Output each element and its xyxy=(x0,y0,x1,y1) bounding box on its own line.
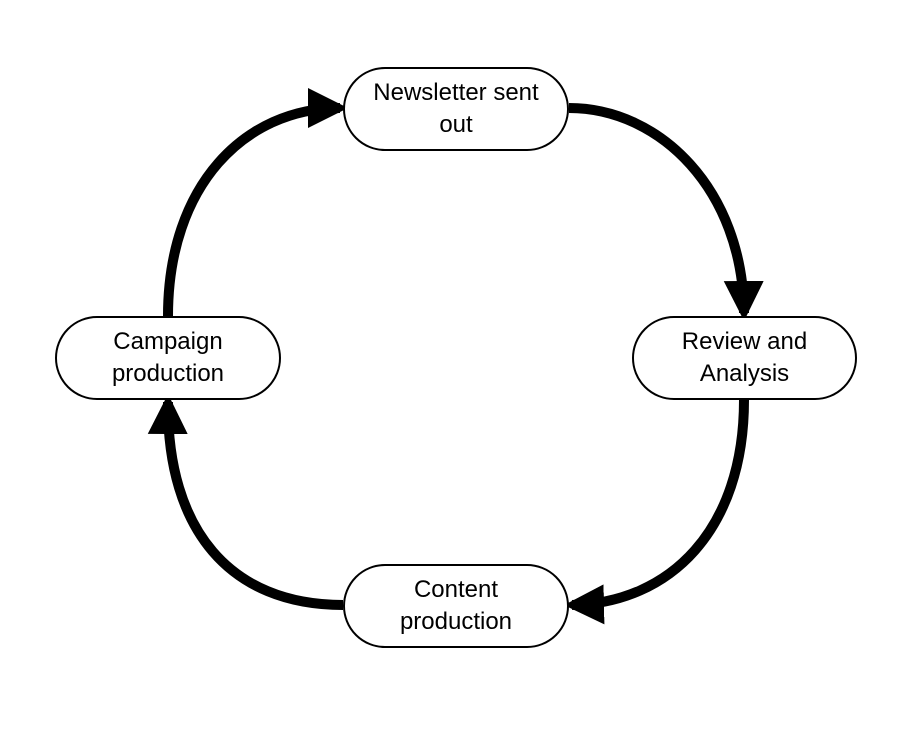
node-label: Review and Analysis xyxy=(682,326,807,390)
node-newsletter-sent-out: Newsletter sent out xyxy=(343,67,569,151)
node-label-line: out xyxy=(439,111,473,138)
node-label-line: Content xyxy=(413,576,499,603)
node-label-line: Campaign xyxy=(113,328,223,355)
arrow-campaign-to-newsletter xyxy=(163,88,348,317)
node-label-line: production xyxy=(111,360,225,387)
arrow-review-to-content xyxy=(564,399,749,625)
node-label: Campaign production xyxy=(112,326,224,390)
node-label: Newsletter sent out xyxy=(373,77,538,141)
arrow-newsletter-to-review xyxy=(568,103,764,321)
node-content-production: Content production xyxy=(343,564,569,648)
arrow-content-to-campaign xyxy=(147,394,344,610)
node-label: Content production xyxy=(400,574,512,638)
node-label-line: Analysis xyxy=(699,360,790,387)
node-label-line: production xyxy=(399,608,513,635)
node-campaign-production: Campaign production xyxy=(55,316,281,400)
node-label-line: Newsletter sent xyxy=(373,79,539,106)
node-review-and-analysis: Review and Analysis xyxy=(632,316,857,400)
node-label-line: Review and xyxy=(681,328,808,355)
